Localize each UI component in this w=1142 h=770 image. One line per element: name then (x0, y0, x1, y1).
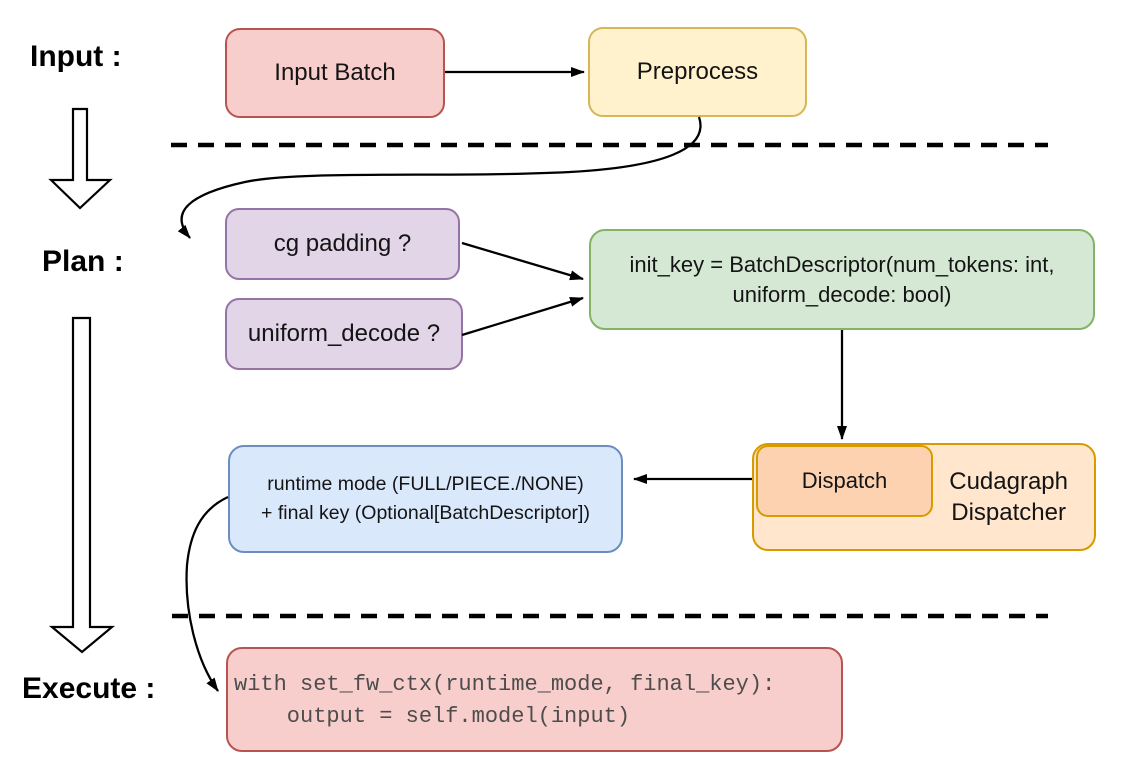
node-execute-code: with set_fw_ctx(runtime_mode, final_key)… (226, 647, 843, 752)
node-dispatch: Dispatch (756, 445, 933, 517)
node-runtime-mode: runtime mode (FULL/PIECE./NONE) + final … (228, 445, 623, 553)
node-cg-padding-label: cg padding ? (273, 230, 412, 257)
stage-label-input: Input : (30, 40, 122, 73)
node-cudagraph-dispatcher-line1: Cudagraph (949, 468, 1068, 495)
node-input-batch-label: Input Batch (274, 59, 396, 86)
node-init-key-line1: init_key = BatchDescriptor(num_tokens: i… (629, 251, 1055, 277)
node-runtime-mode-line2: + final key (Optional[BatchDescriptor]) (261, 502, 590, 524)
connector-uniformdecode-initkey (461, 296, 584, 337)
node-input-batch: Input Batch (225, 28, 445, 118)
node-uniform-decode-label: uniform_decode ? (247, 320, 441, 347)
node-uniform-decode: uniform_decode ? (225, 298, 463, 370)
connector-runtimemode-executecode (185, 495, 229, 692)
node-preprocess: Preprocess (588, 27, 807, 117)
stage-label-plan: Plan : (42, 245, 124, 278)
plan-execute-stage-arrow-icon (48, 316, 116, 654)
connector-cgpadding-initkey (461, 241, 584, 281)
node-runtime-mode-line1: runtime mode (FULL/PIECE./NONE) (267, 473, 584, 495)
node-execute-code-line1: with set_fw_ctx(runtime_mode, final_key)… (234, 672, 776, 697)
node-init-key-line2: uniform_decode: bool) (732, 281, 952, 307)
input-stage-arrow-icon (48, 107, 113, 210)
node-cg-padding: cg padding ? (225, 208, 460, 280)
node-preprocess-label: Preprocess (636, 58, 759, 85)
node-dispatch-label: Dispatch (801, 468, 888, 493)
node-init-key: init_key = BatchDescriptor(num_tokens: i… (589, 229, 1095, 330)
node-cudagraph-dispatcher-line2: Dispatcher (951, 499, 1066, 526)
node-execute-code-line2: output = self.model(input) (234, 704, 631, 729)
stage-label-execute: Execute : (22, 672, 156, 705)
